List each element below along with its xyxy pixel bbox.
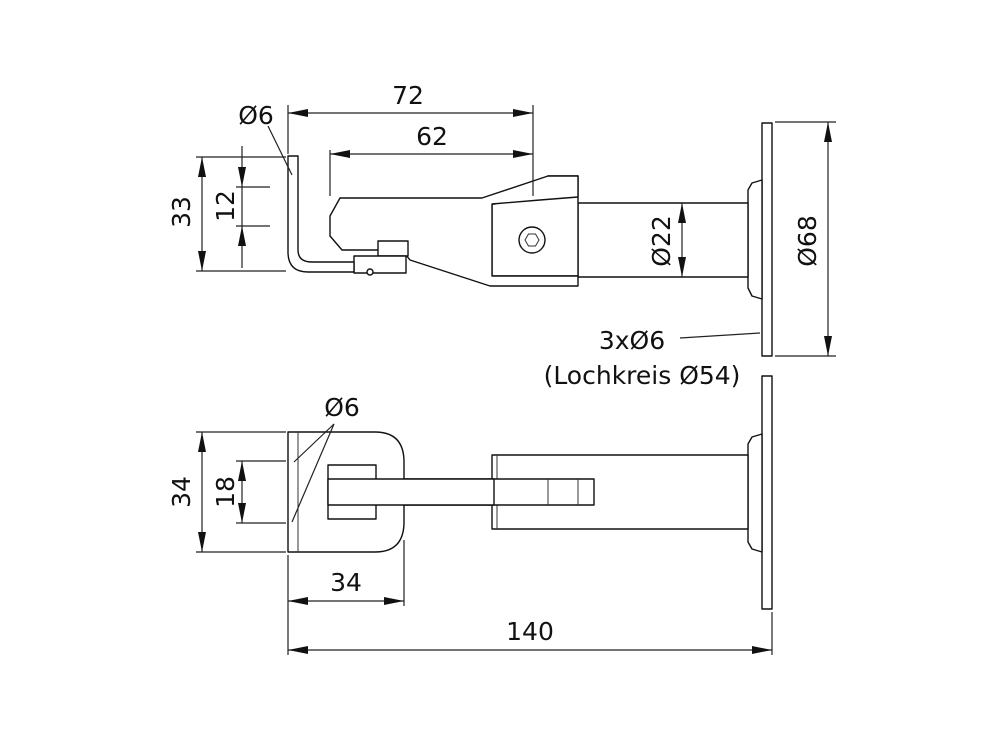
flange-top	[747, 179, 763, 300]
arrow-icon	[824, 122, 832, 142]
leader-hole-bottom-2	[291, 423, 335, 523]
dim-68-label: Ø68	[793, 215, 822, 267]
leader-holes-note	[679, 332, 761, 339]
top-view: 72 62 Ø6 33 12 Ø22 Ø68 3xØ6 (Lochkreis Ø…	[167, 81, 836, 390]
arrow-icon	[288, 646, 308, 654]
arrow-icon	[288, 597, 308, 605]
tube-top	[577, 202, 749, 278]
arrow-icon	[198, 251, 206, 271]
dim-62-label: 62	[416, 122, 448, 151]
arrow-icon	[678, 203, 686, 223]
flange-bottom	[747, 433, 763, 553]
note-bolt-circle: (Lochkreis Ø54)	[544, 361, 741, 390]
arrow-icon	[288, 109, 308, 117]
bottom-view: Ø6 34 18 34 140	[167, 375, 773, 655]
arrow-icon	[198, 532, 206, 552]
dim-34-horizontal-label: 34	[330, 568, 362, 597]
arrow-icon	[678, 257, 686, 277]
dim-34-vertical-label: 34	[167, 476, 196, 508]
arrow-icon	[198, 432, 206, 452]
hex-screw-top	[518, 226, 546, 254]
hex-socket-icon	[524, 233, 540, 247]
lug-top	[377, 240, 409, 257]
dim-hole-top-label: Ø6	[238, 101, 274, 130]
leader-hole-bottom-1	[293, 423, 335, 463]
arrow-icon	[513, 150, 533, 158]
pin-head-top	[353, 255, 407, 274]
arrow-icon	[513, 109, 533, 117]
wall-plate-top	[761, 122, 773, 357]
leader-hole-top	[267, 125, 293, 176]
arrow-icon	[238, 167, 246, 187]
dim-12-label: 12	[211, 190, 240, 222]
arrow-icon	[752, 646, 772, 654]
arrow-icon	[330, 150, 350, 158]
rod-through-eye	[327, 478, 495, 506]
arrow-icon	[824, 336, 832, 356]
bent-pin-top	[287, 155, 355, 273]
note-holes: 3xØ6	[599, 326, 665, 355]
dim-18-label: 18	[211, 476, 240, 508]
arrow-icon	[238, 503, 246, 523]
arrow-icon	[238, 461, 246, 481]
dim-72-label: 72	[392, 81, 424, 110]
wall-plate-bottom	[761, 375, 773, 610]
dim-140-label: 140	[506, 617, 554, 646]
arrow-icon	[238, 226, 246, 246]
arrow-icon	[198, 157, 206, 177]
dim-33-label: 33	[167, 196, 196, 228]
arrow-icon	[384, 597, 404, 605]
dim-hole-bottom-label: Ø6	[324, 393, 360, 422]
pin-dot-top	[366, 268, 374, 276]
dim-22-label: Ø22	[647, 215, 676, 267]
